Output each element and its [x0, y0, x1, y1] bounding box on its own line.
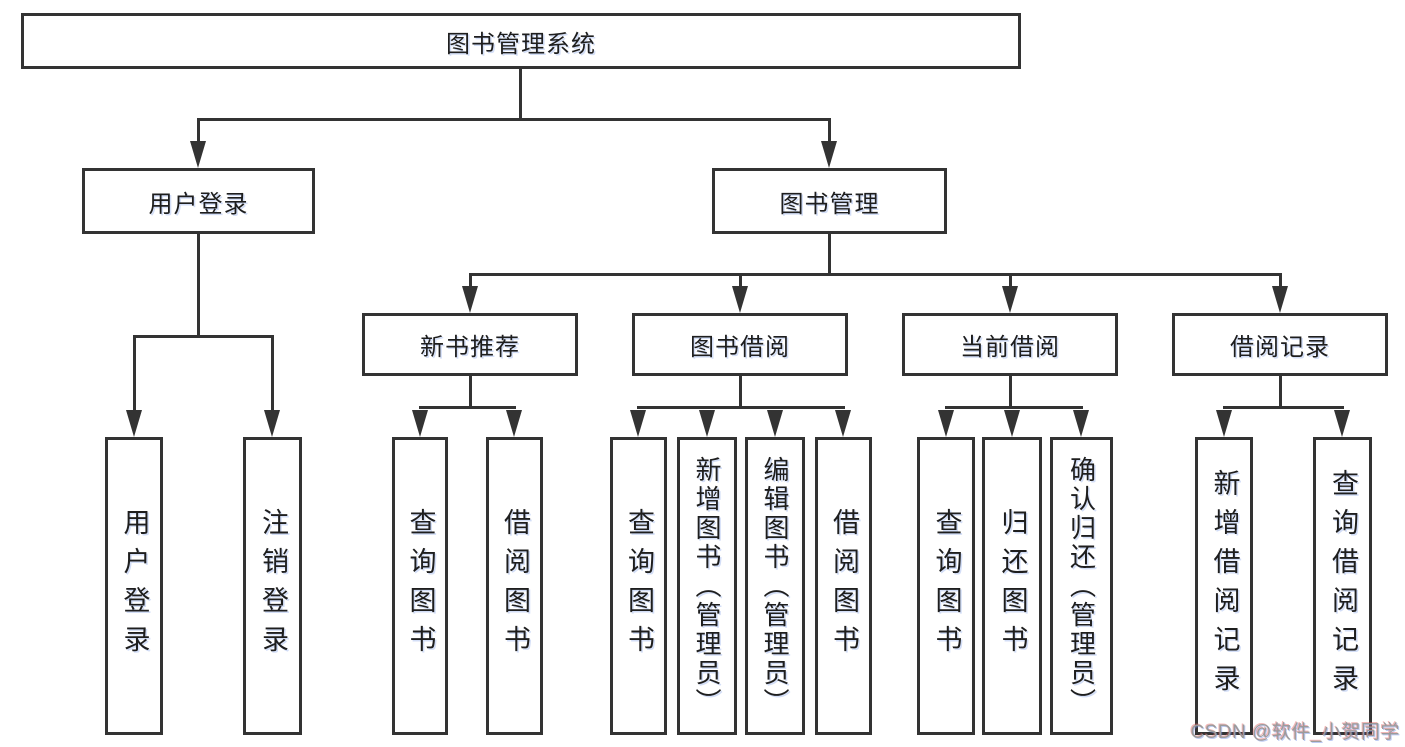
node-user-login-label: 用户登录: [148, 190, 249, 218]
edge-recommend-stem: [469, 376, 472, 409]
edge-to-recommend-stem: [469, 273, 472, 289]
arrow-to-bb-add-books: [699, 410, 715, 437]
leaf-borrow-add-books-admin-label: 新增图书（管理员）: [692, 455, 722, 717]
edge-root-branch: [197, 118, 831, 121]
arrow-to-current-borrow: [1002, 286, 1018, 313]
arrow-to-cb-query-books: [938, 410, 954, 437]
edge-book-management-branch: [469, 273, 1282, 276]
node-new-book-recommend: 新书推荐: [362, 313, 578, 376]
node-new-book-recommend-label: 新书推荐: [420, 334, 520, 361]
edge-current-borrow-stem: [1009, 376, 1012, 409]
edge-user-login-branch: [133, 335, 274, 338]
leaf-current-return-books: 归还图书: [982, 437, 1042, 735]
node-book-management-label: 图书管理: [779, 190, 880, 218]
leaf-logout-label: 注销登录: [258, 508, 288, 664]
edge-to-user-login-stem: [197, 118, 200, 144]
arrow-to-leaf-logout: [264, 410, 280, 437]
node-root: 图书管理系统: [21, 13, 1021, 69]
arrow-to-cb-return-books: [1004, 410, 1020, 437]
edge-to-leaf-logout-stem: [271, 335, 274, 413]
arrow-to-br-add-record: [1216, 410, 1232, 437]
arrow-to-borrow-records: [1272, 286, 1288, 313]
arrow-to-bb-query-books: [630, 410, 646, 437]
leaf-current-return-books-label: 归还图书: [997, 508, 1028, 664]
leaf-borrow-edit-books-admin-label: 编辑图书（管理员）: [760, 455, 790, 717]
edge-borrow-records-branch: [1223, 406, 1344, 409]
arrow-to-cb-confirm-return: [1073, 410, 1089, 437]
node-root-label: 图书管理系统: [446, 30, 596, 58]
leaf-current-query-books: 查询图书: [917, 437, 975, 735]
edge-book-borrow-branch: [637, 406, 845, 409]
edge-recommend-branch: [419, 406, 516, 409]
node-book-borrow: 图书借阅: [632, 313, 848, 376]
node-current-borrow: 当前借阅: [902, 313, 1118, 376]
leaf-records-query-record-label: 查询借阅记录: [1328, 469, 1358, 703]
arrow-to-bb-edit-books: [767, 410, 783, 437]
leaf-current-confirm-return-admin-label: 确认归还（管理员）: [1066, 455, 1097, 717]
node-current-borrow-label: 当前借阅: [960, 334, 1060, 361]
leaf-borrow-add-books-admin: 新增图书（管理员）: [677, 437, 737, 735]
arrow-to-rec-query-books: [412, 410, 428, 437]
edge-book-management-stem: [828, 234, 831, 276]
leaf-borrow-edit-books-admin: 编辑图书（管理员）: [745, 437, 805, 735]
leaf-logout: 注销登录: [243, 437, 302, 735]
arrow-to-br-query-record: [1334, 410, 1350, 437]
leaf-user-login: 用户登录: [105, 437, 163, 735]
edge-to-leaf-user-login-stem: [133, 335, 136, 413]
leaf-borrow-query-books-label: 查询图书: [624, 508, 654, 664]
edge-to-book-borrow-stem: [739, 273, 742, 289]
leaf-recommend-query-books-label: 查询图书: [405, 508, 436, 664]
leaf-current-confirm-return-admin: 确认归还（管理员）: [1050, 437, 1113, 735]
arrow-to-recommend: [462, 286, 478, 313]
leaf-records-add-record: 新增借阅记录: [1195, 437, 1253, 735]
node-book-borrow-label: 图书借阅: [690, 334, 790, 361]
edge-book-borrow-stem: [739, 376, 742, 409]
leaf-borrow-borrow-books-label: 借阅图书: [829, 508, 859, 664]
node-book-management: 图书管理: [712, 168, 947, 234]
edge-to-current-borrow-stem: [1009, 273, 1012, 289]
node-borrow-records-label: 借阅记录: [1230, 334, 1330, 361]
leaf-records-add-record-label: 新增借阅记录: [1209, 469, 1240, 703]
edge-root-stem: [519, 68, 522, 120]
arrow-to-rec-borrow-books: [506, 410, 522, 437]
arrow-to-user-login: [190, 141, 206, 168]
arrow-to-leaf-user-login: [126, 410, 142, 437]
node-borrow-records: 借阅记录: [1172, 313, 1388, 376]
edge-to-book-management-stem: [828, 118, 831, 144]
leaf-recommend-query-books: 查询图书: [392, 437, 448, 735]
leaf-records-query-record: 查询借阅记录: [1313, 437, 1372, 735]
arrow-to-bb-borrow-books: [835, 410, 851, 437]
leaf-user-login-label: 用户登录: [119, 508, 150, 664]
edge-to-borrow-records-stem: [1279, 273, 1282, 289]
arrow-to-book-borrow: [732, 286, 748, 313]
edge-user-login-stem: [197, 234, 200, 338]
watermark-csdn: CSDN @软件_小贺同学: [1190, 722, 1400, 743]
arrow-to-book-management: [821, 141, 837, 168]
leaf-borrow-query-books: 查询图书: [610, 437, 667, 735]
edge-borrow-records-stem: [1279, 376, 1282, 409]
leaf-borrow-borrow-books: 借阅图书: [815, 437, 872, 735]
leaf-recommend-borrow-books: 借阅图书: [486, 437, 543, 735]
node-user-login: 用户登录: [82, 168, 315, 234]
leaf-current-query-books-label: 查询图书: [931, 508, 962, 664]
leaf-recommend-borrow-books-label: 借阅图书: [500, 508, 530, 664]
edge-current-borrow-branch: [945, 406, 1083, 409]
